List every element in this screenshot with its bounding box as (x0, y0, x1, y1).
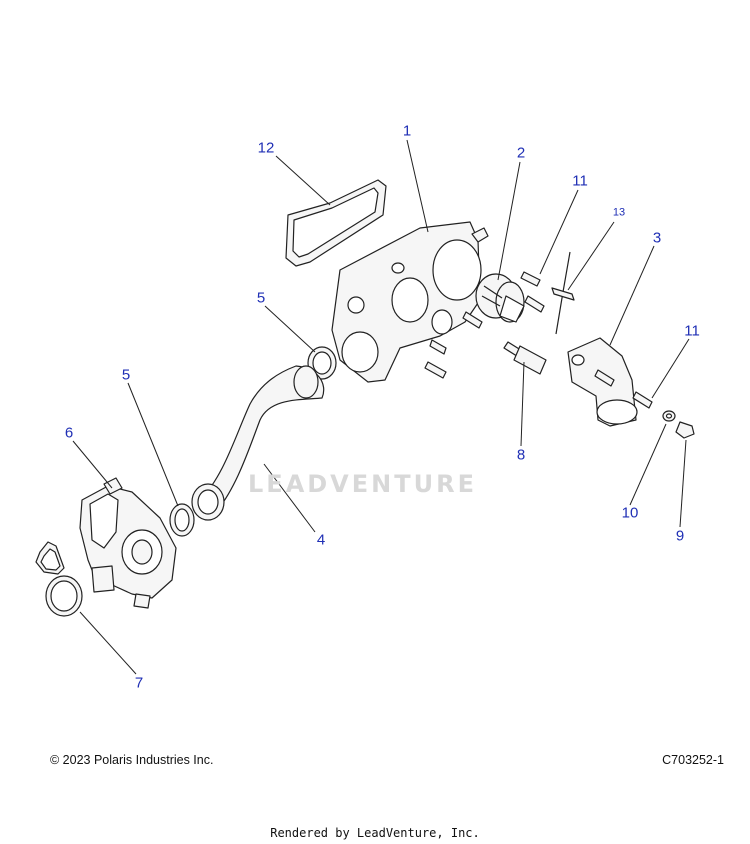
rendered-by-text: Rendered by LeadVenture, Inc. (270, 826, 480, 840)
pump-gasket-part-7 (35, 541, 83, 617)
callout-5-upper[interactable]: 5 (256, 289, 266, 307)
callout-8[interactable]: 8 (516, 446, 526, 464)
bolt-part-9 (675, 421, 695, 439)
watermark: LEADVENTURE (248, 470, 477, 498)
clip-part-13 (551, 251, 575, 335)
callout-11-right[interactable]: 11 (684, 322, 700, 340)
hose-part-4 (191, 365, 325, 521)
drawing-id: C703252-1 (662, 753, 724, 767)
leader-lines (72, 139, 690, 675)
callout-5-lower[interactable]: 5 (121, 366, 131, 384)
callout-12[interactable]: 12 (257, 139, 275, 157)
callout-10[interactable]: 10 (621, 504, 639, 522)
callout-7[interactable]: 7 (134, 674, 144, 692)
elbow-bolts (594, 369, 653, 409)
water-pump-part-6 (79, 477, 177, 609)
callout-1[interactable]: 1 (402, 122, 412, 140)
callout-11-upper[interactable]: 11 (572, 172, 588, 190)
callout-13[interactable]: 13 (612, 206, 626, 219)
washer-part-10 (662, 410, 676, 422)
callout-6[interactable]: 6 (64, 424, 74, 442)
gasket-part-12 (285, 179, 387, 267)
o-ring-part-5-lower (169, 503, 195, 537)
thermostat-part-2 (475, 273, 525, 323)
callout-4[interactable]: 4 (316, 531, 326, 549)
thermostat-housing-part-1 (331, 221, 489, 383)
housing-bolts (424, 271, 545, 379)
callout-3[interactable]: 3 (652, 229, 662, 247)
outlet-elbow-part-3 (567, 337, 638, 427)
copyright-text: © 2023 Polaris Industries Inc. (50, 753, 214, 767)
callout-2[interactable]: 2 (516, 144, 526, 162)
temperature-sensor-part-8 (503, 341, 547, 375)
callout-9[interactable]: 9 (675, 527, 685, 545)
